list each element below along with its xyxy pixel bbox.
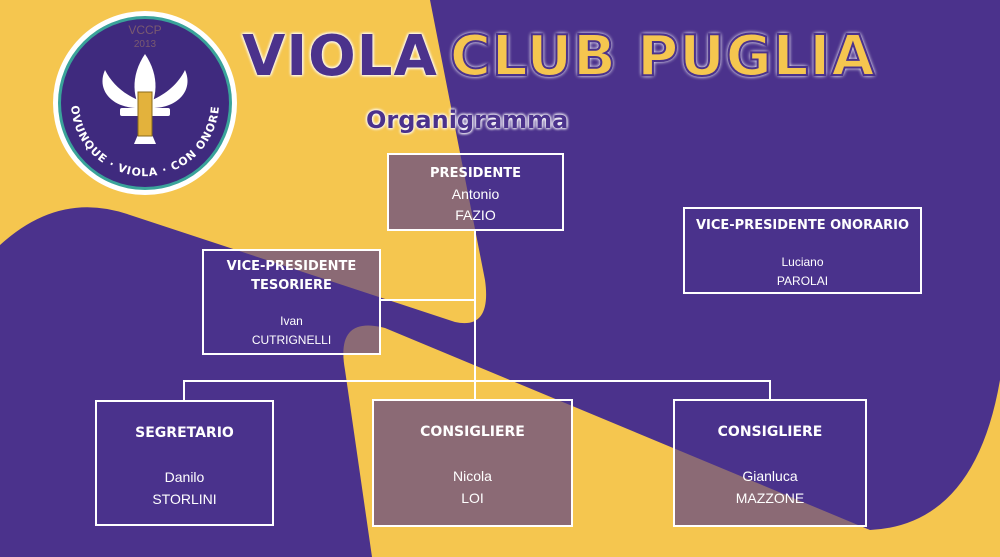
role-label: SEGRETARIO [135,425,234,441]
logo-year: 2013 [134,39,157,50]
last-name: LOI [461,490,484,506]
box-presidente: PRESIDENTE Antonio FAZIO [387,153,564,231]
connector-line [380,299,475,301]
role-label: VICE-PRESIDENTE [226,259,357,274]
first-name: Gianluca [742,468,798,484]
title-club-puglia: CLUB PUGLIA [449,23,876,90]
box-vice-presidente-onorario: VICE-PRESIDENTE ONORARIO Luciano PAROLAI [683,207,922,294]
role-label: VICE-PRESIDENTE ONORARIO [695,218,910,233]
role-label: PRESIDENTE [430,166,521,181]
connector-line [183,380,185,401]
box-segretario: SEGRETARIO Danilo STORLINI [95,400,274,526]
connector-line [183,380,771,382]
page-subtitle: Organigramma [366,106,569,134]
role-label: CONSIGLIERE [420,424,525,440]
first-name: Ivan [280,314,303,328]
box-consigliere-1: CONSIGLIERE Nicola LOI [372,399,573,527]
role-label: CONSIGLIERE [717,424,823,440]
last-name: CUTRIGNELLI [251,333,332,347]
last-name: STORLINI [152,491,217,507]
first-name: Antonio [451,186,500,202]
club-logo: OVUNQUE · VIOLA · CON ONORE VCCP 2013 [53,11,237,195]
role-label: TESORIERE [251,278,332,293]
first-name: Danilo [164,469,205,485]
title-viola: VIOLA [242,24,438,89]
last-name: MAZZONE [735,490,805,506]
connector-line [474,230,476,400]
last-name: PAROLAI [776,274,829,288]
first-name: Nicola [453,468,492,484]
box-vice-presidente-tesoriere: VICE-PRESIDENTE TESORIERE Ivan CUTRIGNEL… [202,249,381,355]
connector-line [769,380,771,400]
tower-icon [137,91,153,137]
box-consigliere-2: CONSIGLIERE Gianluca MAZZONE [673,399,867,527]
logo-badge: VCCP [128,23,161,37]
last-name: FAZIO [455,207,496,223]
first-name: Luciano [781,255,824,269]
